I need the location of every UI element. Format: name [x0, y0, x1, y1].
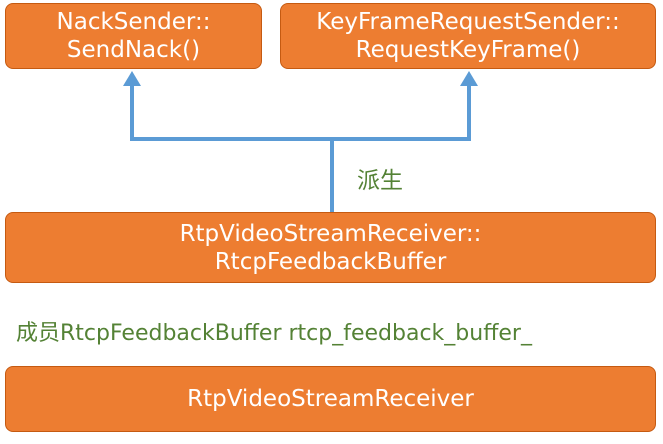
nack-sender-box: NackSender:: SendNack(): [5, 3, 262, 69]
member-label: 成员RtcpFeedbackBuffer rtcp_feedback_buffe…: [16, 321, 532, 346]
keyframe-sender-method: RequestKeyFrame(): [355, 37, 581, 63]
nack-sender-class: NackSender::: [56, 9, 211, 35]
rtcp-feedback-buffer-box: RtpVideoStreamReceiver:: RtcpFeedbackBuf…: [5, 212, 656, 283]
arrowhead-nack-sender: [123, 71, 141, 86]
feedback-buffer-class: RtcpFeedbackBuffer: [214, 248, 447, 275]
feedback-buffer-scope: RtpVideoStreamReceiver::: [179, 220, 482, 247]
arrowhead-keyframe-sender: [460, 71, 478, 86]
derive-label: 派生: [357, 168, 403, 194]
nack-sender-method: SendNack(): [66, 37, 201, 63]
receiver-class: RtpVideoStreamReceiver: [187, 386, 474, 412]
keyframe-sender-class: KeyFrameRequestSender::: [316, 9, 620, 35]
rtp-video-stream-receiver-box: RtpVideoStreamReceiver: [5, 366, 656, 432]
keyframe-request-sender-box: KeyFrameRequestSender:: RequestKeyFrame(…: [280, 3, 656, 69]
